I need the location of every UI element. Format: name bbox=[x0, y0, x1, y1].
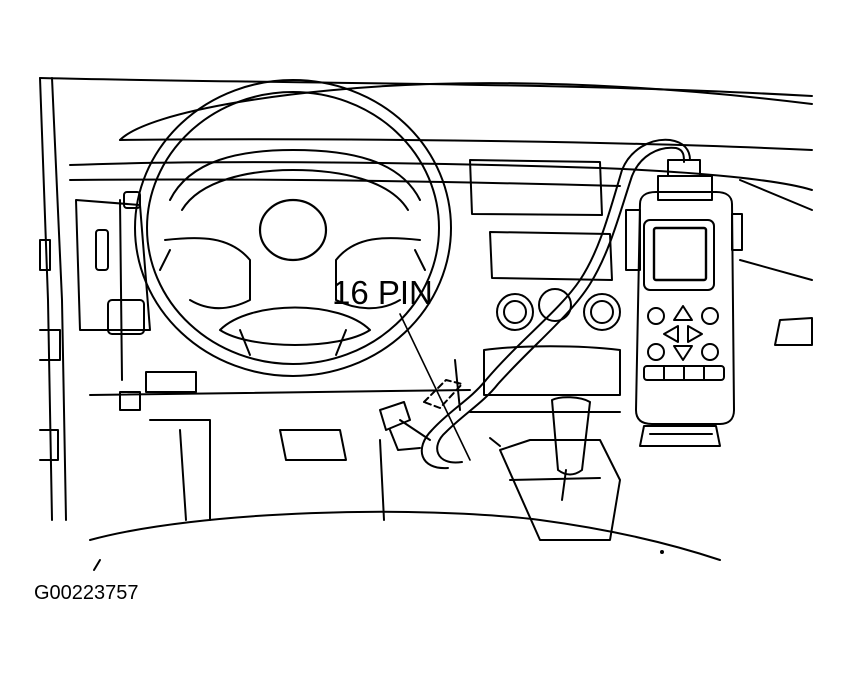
center-console bbox=[454, 159, 621, 413]
dashboard-top bbox=[69, 161, 813, 381]
connector-callout-label: 16 PIN bbox=[332, 274, 433, 311]
steering-wheel bbox=[134, 79, 452, 377]
lower-dash bbox=[89, 371, 721, 571]
speck bbox=[660, 550, 664, 554]
gear-shifter bbox=[489, 396, 621, 541]
figure-id: G00223757 bbox=[34, 582, 139, 604]
diagnostic-cable bbox=[420, 138, 691, 470]
callout-leader bbox=[399, 313, 471, 461]
left-vents bbox=[39, 191, 145, 461]
obd-connector bbox=[379, 379, 463, 451]
scan-tool bbox=[625, 159, 743, 447]
windshield-pillar bbox=[39, 77, 813, 521]
